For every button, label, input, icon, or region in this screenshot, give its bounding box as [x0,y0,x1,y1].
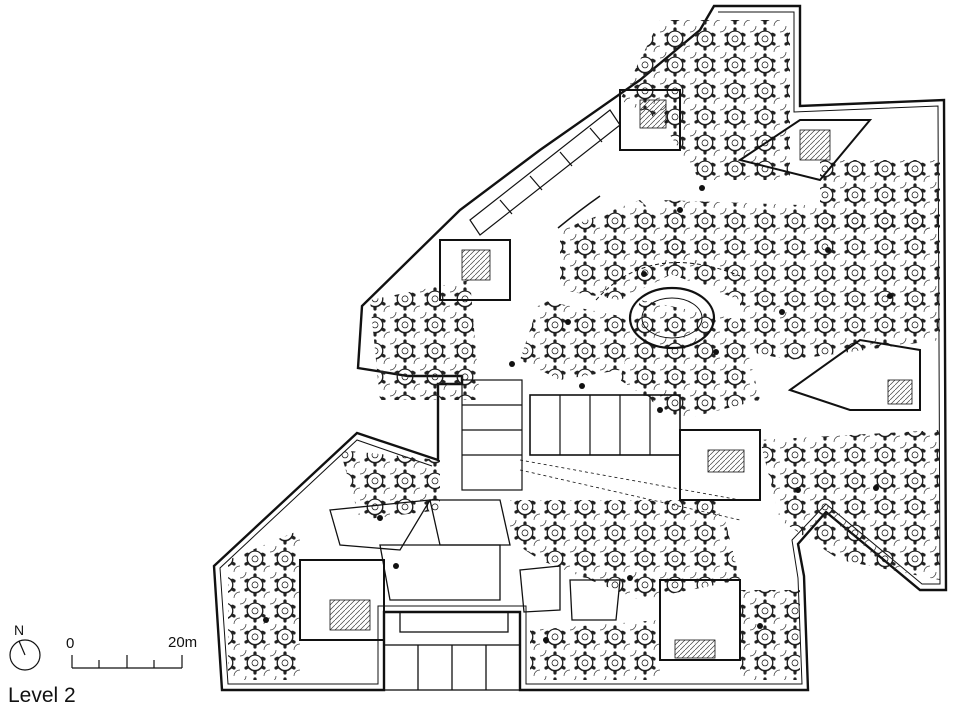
facade-rooms [469,109,621,236]
columns [263,185,893,643]
scale-bar-icon [71,655,183,669]
north-label: N [14,622,25,638]
connector-rooms [461,379,741,521]
service-cores [299,89,921,661]
scale-end-label: 20m [168,634,198,651]
atrium [557,195,741,350]
core-stairs [329,99,913,659]
north-arrow-icon [9,639,41,671]
scale-start-label: 0 [66,635,75,652]
level-title: Level 2 [8,684,76,707]
south-rooms [329,499,621,691]
workspace-zones [228,20,940,680]
